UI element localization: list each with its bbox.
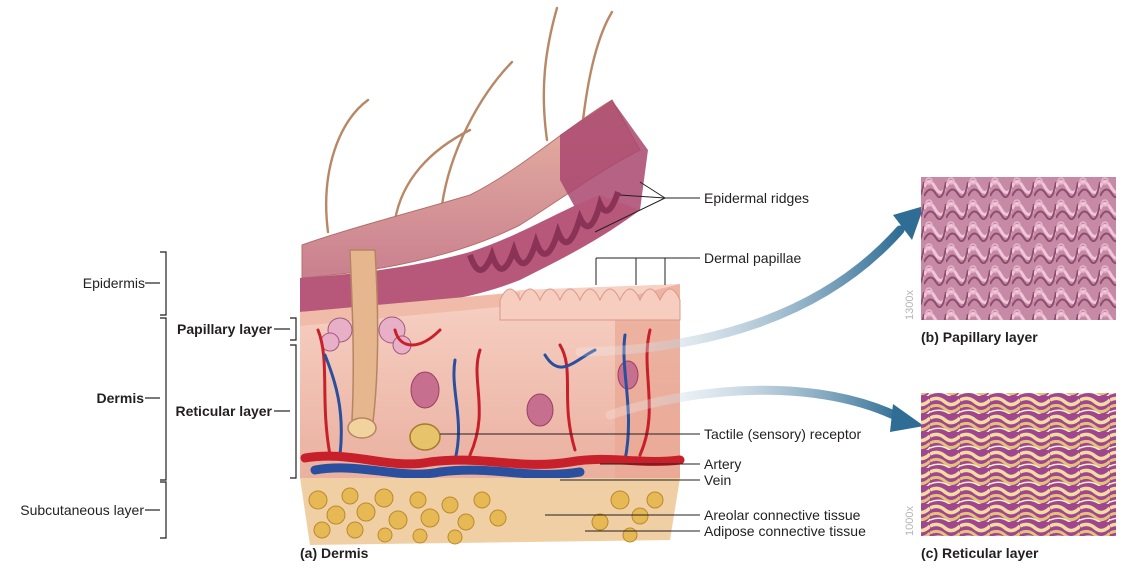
- label-areolar-tissue: Areolar connective tissue: [704, 507, 861, 523]
- magnification-reticular: 1000x: [904, 506, 916, 536]
- dermal-papillae-bumps: [499, 288, 681, 321]
- adipose-tissue: [300, 478, 680, 545]
- label-reticular-layer: Reticular layer: [175, 403, 273, 419]
- label-tactile-receptor: Tactile (sensory) receptor: [704, 426, 862, 442]
- caption-papillary-layer: (b) Papillary layer: [921, 329, 1038, 345]
- label-subcutaneous-layer: Subcutaneous layer: [20, 502, 144, 518]
- sweat-glands: [410, 360, 639, 427]
- label-dermal-papillae: Dermal papillae: [704, 250, 802, 266]
- papillary-micrograph: [921, 177, 1116, 320]
- caption-reticular-layer: (c) Reticular layer: [921, 545, 1039, 561]
- label-epidermal-ridges: Epidermal ridges: [704, 190, 810, 206]
- magnification-arrows: [575, 206, 924, 432]
- epidermal-ridges: [467, 191, 621, 273]
- reticular-micrograph: [921, 393, 1116, 536]
- caption-dermis: (a) Dermis: [300, 545, 369, 561]
- magnification-papillary: 1300x: [904, 290, 916, 320]
- label-dermis: Dermis: [96, 390, 144, 406]
- label-artery: Artery: [704, 456, 742, 472]
- label-vein: Vein: [704, 472, 732, 488]
- tactile-receptor: [409, 423, 441, 451]
- label-epidermis: Epidermis: [82, 275, 145, 291]
- callout-leaders: [440, 181, 700, 532]
- layer-brackets: [145, 251, 297, 539]
- hair-follicle: [320, 249, 412, 439]
- label-papillary-layer: Papillary layer: [177, 321, 272, 337]
- label-adipose-tissue: Adipose connective tissue: [704, 523, 866, 539]
- epidermis-block: [300, 99, 648, 312]
